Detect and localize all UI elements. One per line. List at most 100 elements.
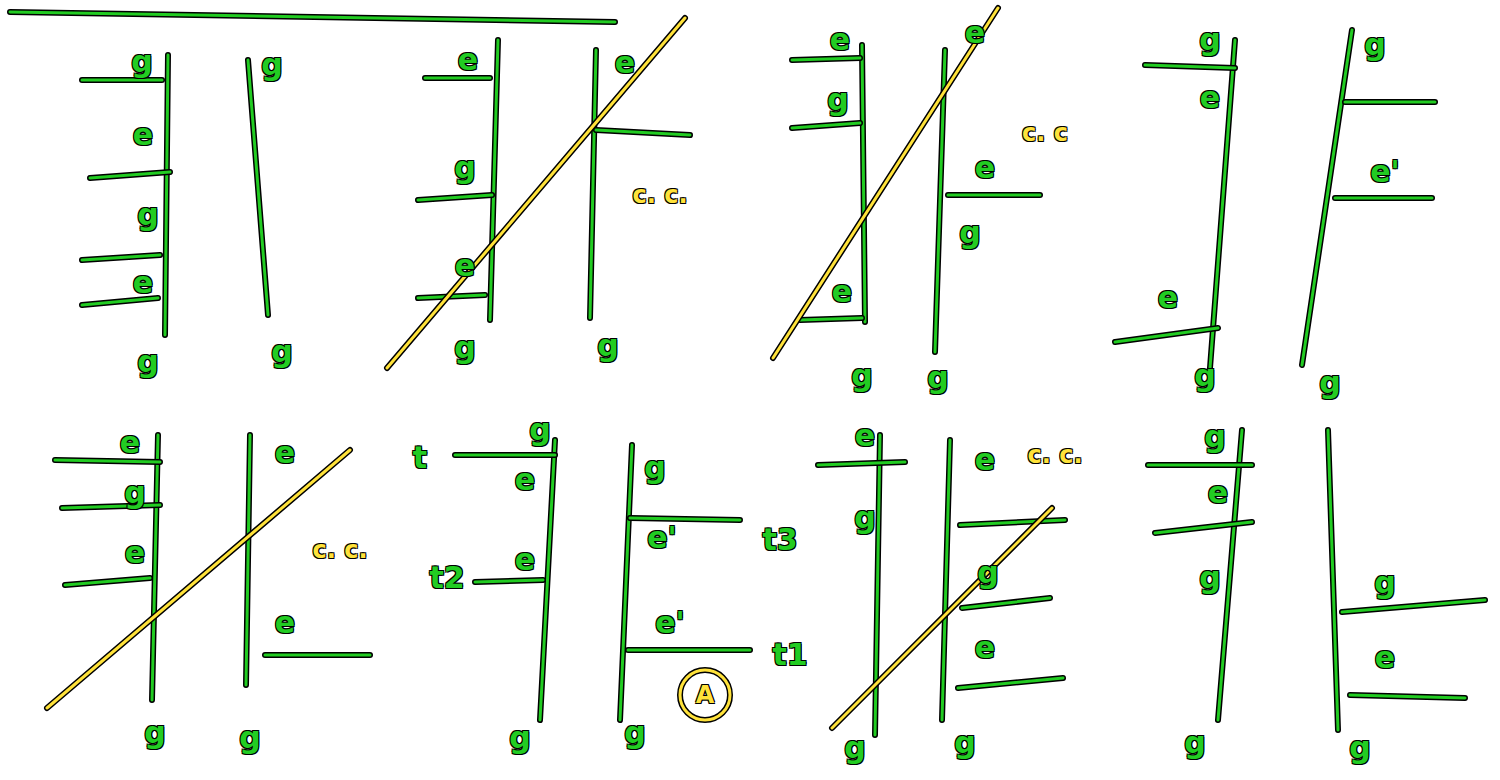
pen-stroke [800,318,862,320]
state-label: g [827,85,848,115]
pen-stroke [1155,522,1252,533]
pen-stroke [1350,695,1465,698]
pen-stroke [620,445,632,720]
state-label: g [597,331,618,361]
state-label: g [271,337,292,367]
pen-stroke [942,440,950,720]
pen-stroke [800,318,862,320]
state-label: t2 [429,563,464,593]
note-label: c. c [1022,121,1068,145]
state-label: g [509,723,530,753]
state-label: g [854,503,875,533]
state-label: e [1375,643,1395,673]
state-label: e [855,421,875,451]
pen-stroke [248,60,268,315]
pen-stroke [47,450,350,708]
pen-stroke [862,45,865,322]
pen-stroke [962,598,1050,608]
pen-stroke [455,454,555,457]
pen-stroke [1115,328,1218,342]
state-label: e [125,538,145,568]
pen-stroke [590,50,596,318]
state-label: e [975,633,995,663]
state-label: e [975,153,995,183]
state-label: g [131,47,152,77]
pen-stroke [475,580,543,582]
pen-stroke [792,58,860,60]
pen-stroke [773,8,998,358]
pen-stroke [1345,101,1435,104]
pen-stroke [55,460,160,462]
state-label: g [954,728,975,758]
state-label: e [133,268,153,298]
state-label: e [965,18,985,48]
state-label: g [137,347,158,377]
pen-stroke [628,649,750,652]
state-label: g [1204,422,1225,452]
pen-stroke [82,298,158,305]
note-label: c. c. [312,538,367,562]
pen-stroke [490,40,498,320]
pen-stroke [1218,430,1242,720]
pen-stroke [165,55,168,335]
state-label: g [1364,30,1385,60]
circle-mark [680,670,730,720]
state-label: e [832,277,852,307]
state-label: e [120,428,140,458]
pen-stroke [425,77,490,80]
pen-stroke [475,580,543,582]
pen-stroke [82,79,162,82]
pen-stroke [818,462,905,465]
state-label: g [1199,563,1220,593]
state-label: e' [647,523,677,553]
pen-stroke [630,518,740,520]
state-label: g [851,361,872,391]
state-label: g [144,718,165,748]
state-label: e [830,25,850,55]
pen-stroke [152,435,158,700]
state-label: t1 [772,640,807,670]
pen-stroke [418,195,492,200]
pen-stroke [875,435,880,735]
state-label: g [1199,25,1220,55]
pen-stroke [1148,462,1252,468]
state-label: g [927,363,948,393]
state-label: g [959,218,980,248]
pen-stroke [1342,600,1485,612]
state-label: e [975,445,995,475]
pen-stroke [165,55,168,335]
pen-stroke [82,255,160,260]
state-label: g [1319,368,1340,398]
pen-stroke [596,130,690,135]
state-label: e [458,45,478,75]
state-label: g [454,333,475,363]
pen-stroke [958,678,1063,688]
pen-stroke [590,50,596,318]
state-label: g [844,733,865,763]
pen-stroke [90,172,170,178]
pen-stroke [1335,195,1432,201]
state-label: g [1194,361,1215,391]
pen-stroke [1145,65,1235,68]
pen-stroke [628,647,750,653]
pen-stroke [792,123,860,128]
pen-stroke [948,194,1040,197]
pen-stroke [630,518,740,520]
pen-stroke [960,520,1065,525]
state-label: g [239,723,260,753]
state-label: g [624,718,645,748]
pen-stroke [948,192,1040,198]
pen-stroke [1145,65,1235,68]
pen-stroke [455,452,555,458]
state-label: e [515,545,535,575]
pen-stroke [1350,695,1465,698]
state-label: g [644,453,665,483]
pen-stroke [832,508,1052,728]
state-label: e' [655,608,685,638]
pen-stroke [818,462,905,465]
state-label: g [124,478,145,508]
state-label: g [261,50,282,80]
pen-stroke [832,508,1052,728]
pen-stroke [1335,197,1432,200]
